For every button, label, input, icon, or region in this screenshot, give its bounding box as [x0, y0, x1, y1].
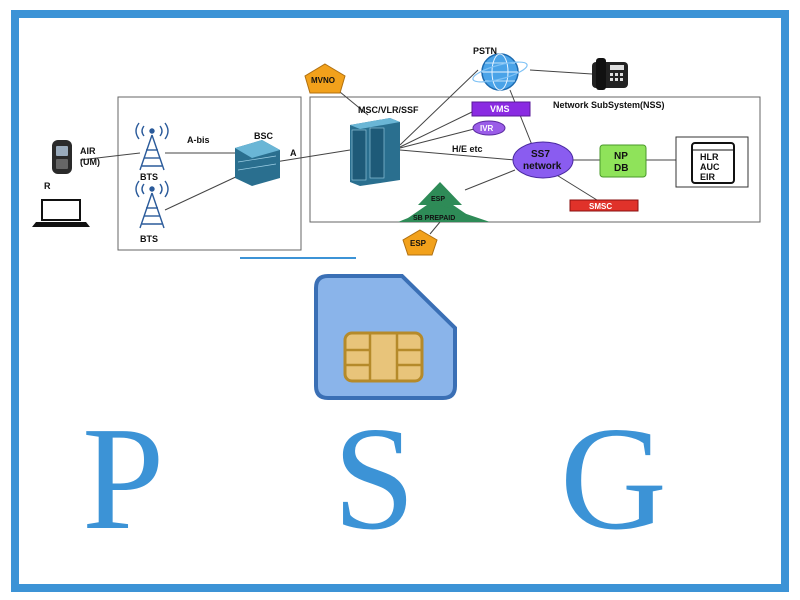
- ivr-label: IVR: [480, 124, 494, 133]
- cell-tower-icon: [135, 180, 169, 229]
- auc-label: AUC: [700, 162, 720, 172]
- ss7-label-line1: SS7: [531, 149, 550, 160]
- r-label: R: [44, 181, 51, 191]
- mvno-label: MVNO: [311, 76, 335, 85]
- np-label: NP: [614, 151, 628, 162]
- hlr-label: HLR: [700, 152, 719, 162]
- msc-label: MSC/VLR/SSF: [358, 105, 419, 115]
- he-label: H/E etc: [452, 144, 483, 154]
- smsc-box: [569, 199, 639, 212]
- np-db-box: [599, 144, 647, 178]
- db-label: DB: [614, 163, 628, 174]
- vms-box: [471, 101, 531, 117]
- connection-lines: [79, 69, 692, 235]
- bsc-label: BSC: [254, 131, 274, 141]
- sim-card-icon: [314, 274, 457, 400]
- document-icon: [691, 142, 735, 184]
- esp-tree: [398, 182, 490, 222]
- pstn-label: PSTN: [473, 46, 497, 56]
- globe-icon: [472, 53, 528, 91]
- esp-label: ESP: [410, 239, 427, 248]
- esp-tree-text: SB PREPAID: [413, 215, 455, 222]
- ivr-node: [472, 120, 506, 136]
- mvno-badge: [304, 63, 346, 94]
- server-icon: [235, 140, 280, 186]
- nss-label: Network SubSystem(NSS): [553, 100, 665, 110]
- laptop-icon: [32, 199, 90, 227]
- vms-label: VMS: [490, 104, 510, 114]
- ss7-label-line2: network: [523, 161, 562, 172]
- server-icon: [350, 118, 400, 186]
- a-label: A: [290, 148, 297, 158]
- esp-tree-label: ESP: [431, 196, 445, 203]
- esp-badge: [402, 229, 438, 256]
- air-label-line2: (UM): [80, 157, 100, 167]
- brand-letter-g: G: [560, 397, 667, 561]
- nss-box: [309, 96, 761, 223]
- ss7-node: [512, 141, 574, 179]
- air-label-line1: AIR: [80, 146, 96, 156]
- bss-box: [117, 96, 302, 251]
- bts-bottom-label: BTS: [140, 234, 158, 244]
- abis-label: A-bis: [187, 135, 210, 145]
- outer-frame: [11, 10, 789, 592]
- brand-letter-p: P: [82, 397, 164, 561]
- brand-letter-s: S: [333, 397, 415, 561]
- eir-label: EIR: [700, 172, 716, 182]
- cell-tower-icon: [135, 122, 169, 171]
- bts-top-label: BTS: [140, 172, 158, 182]
- phone-icon: [592, 58, 628, 90]
- mobile-phone-icon: [52, 140, 72, 174]
- smsc-label: SMSC: [589, 202, 612, 211]
